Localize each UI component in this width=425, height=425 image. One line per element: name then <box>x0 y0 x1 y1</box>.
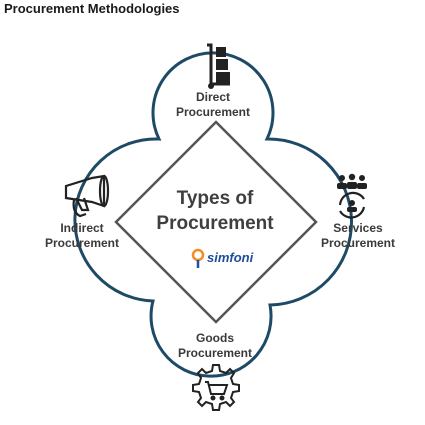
goods-line1: Goods <box>196 331 234 345</box>
simfoni-logo-text: simfoni <box>207 250 254 265</box>
center-title: Types of Procurement <box>140 186 290 236</box>
center-diamond <box>114 120 318 324</box>
indirect-line2: Procurement <box>44 236 120 250</box>
indirect-line1: Indirect <box>60 221 104 235</box>
megaphone-icon <box>64 174 110 218</box>
people-cycle-icon <box>337 173 367 219</box>
services-line2: Procurement <box>320 236 396 250</box>
node-goods-label: Goods Procurement <box>169 331 261 361</box>
node-indirect-label: Indirect Procurement <box>36 221 128 251</box>
gear-cart-icon <box>192 364 240 411</box>
simfoni-logo-mark <box>191 248 205 268</box>
hand-truck-icon <box>207 43 230 89</box>
page-title: Procurement Methodologies <box>4 1 180 16</box>
services-line1: Services <box>333 221 383 235</box>
simfoni-logo: simfoni <box>189 250 253 265</box>
center-title-line1: Types of <box>176 188 254 209</box>
node-direct-label: Direct Procurement <box>168 90 258 120</box>
direct-line2: Procurement <box>175 105 251 119</box>
node-services-label: Services Procurement <box>312 221 404 251</box>
clover-outline <box>73 51 353 378</box>
center-title-line2: Procurement <box>156 213 274 234</box>
direct-line1: Direct <box>195 90 230 104</box>
goods-line2: Procurement <box>177 346 253 360</box>
